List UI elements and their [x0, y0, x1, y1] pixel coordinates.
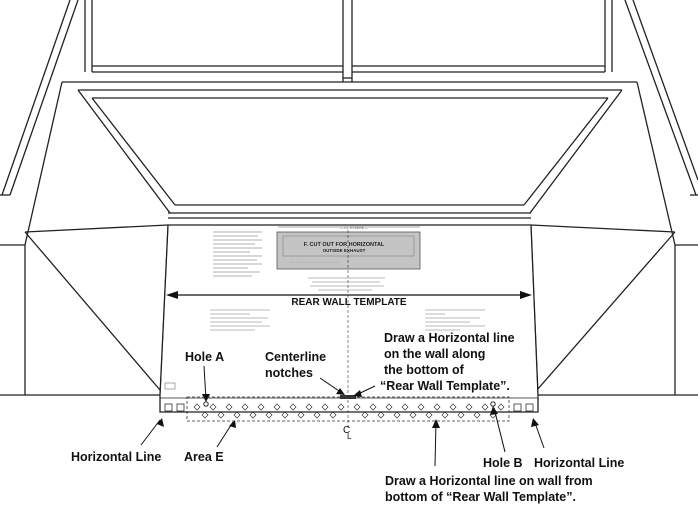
vent-diamond-pattern	[193, 403, 505, 419]
enclosure-linework	[0, 0, 698, 396]
end-tab-right-2	[513, 403, 522, 412]
cutout-box	[276, 231, 421, 270]
hole-a-label: Hole A	[185, 350, 224, 364]
draw-line-bottom-2: bottom of “Rear Wall Template”.	[385, 490, 576, 504]
draw-line-top-2: on the wall along	[384, 347, 485, 361]
cutout-fine-print: - - - - - - - - - - - - - - - - - - - - …	[290, 260, 339, 264]
draw-line-top-1: Draw a Horizontal line	[384, 331, 515, 345]
horizontal-line-left-label: Horizontal Line	[71, 450, 161, 464]
centerline-notch	[340, 395, 356, 399]
fine-print-left-upper	[213, 231, 262, 277]
area-e-label: Area E	[184, 450, 224, 464]
leader-arrowheads	[157, 388, 539, 428]
hole-b	[490, 401, 496, 407]
centerline-label-line2: notches	[265, 366, 313, 380]
draw-line-bottom-1: Draw a Horizontal line on wall from	[385, 474, 593, 488]
fine-print-center	[308, 277, 385, 291]
hole-a	[203, 401, 209, 407]
horizontal-line-right-label: Horizontal Line	[534, 456, 624, 470]
hole-b-label: Hole B	[483, 456, 523, 470]
width-arrow-right-head	[520, 291, 532, 299]
cutout-title-line2: OUTSIDE EXHAUST	[323, 248, 366, 253]
end-tab-left-2	[176, 403, 185, 412]
end-tab-right	[525, 403, 534, 412]
fine-print-right-lower	[425, 309, 485, 331]
fine-print-left-lower	[210, 309, 270, 331]
width-arrow-left-head	[166, 291, 178, 299]
template-title: REAR WALL TEMPLATE	[291, 297, 407, 308]
centerline-label-line1: Centerline	[265, 350, 326, 364]
draw-line-top-3: the bottom of	[384, 363, 465, 377]
draw-line-top-4: “Rear Wall Template”.	[380, 379, 510, 393]
centerline-symbol: C	[343, 425, 350, 436]
end-tab-left	[164, 403, 173, 412]
dimension-label: — CL TO EDGE —	[340, 226, 369, 230]
centerline-symbol-l: L	[347, 432, 352, 441]
rear-wall-template: — CL TO EDGE — F. CUT OUT FOR HORIZONTAL…	[159, 224, 539, 441]
cutout-title-line1: F. CUT OUT FOR HORIZONTAL	[304, 242, 385, 248]
